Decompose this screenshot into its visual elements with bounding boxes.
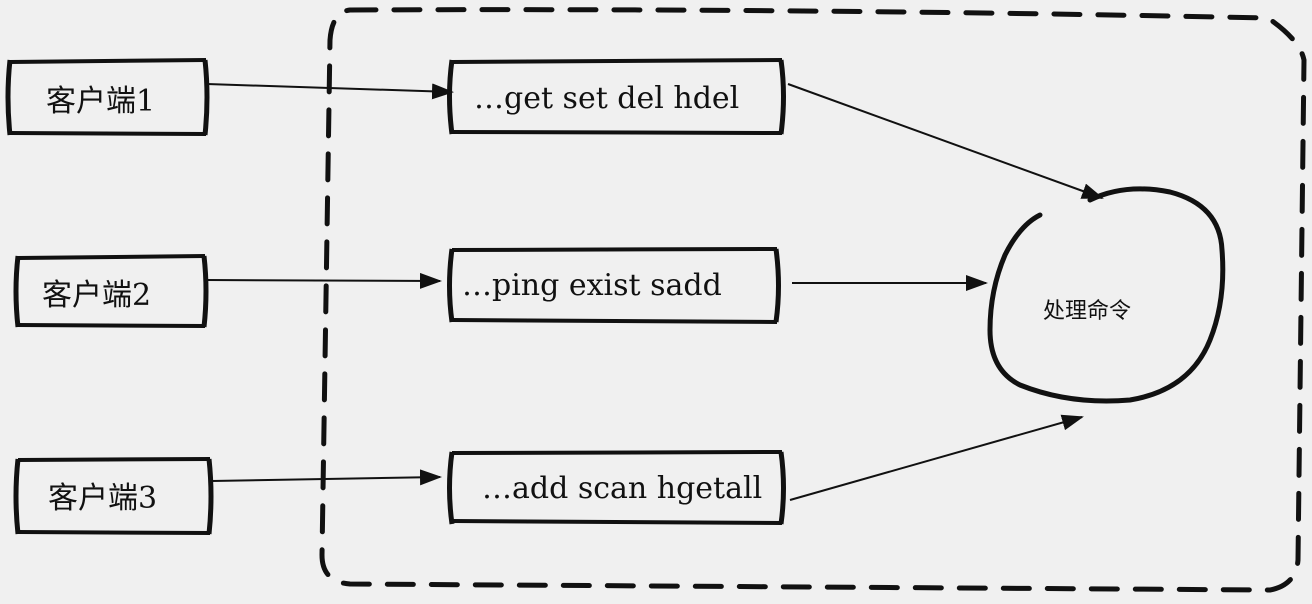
client-label-2: 客户端2: [42, 278, 151, 313]
arrow-client1-to-queue1: [206, 83, 454, 100]
queue-label-2: …ping exist sadd: [462, 268, 722, 303]
processor-label: 处理命令: [1043, 299, 1131, 324]
arrow-client3-to-queue3: [211, 469, 442, 486]
queue-label-1: …get set del hdel: [474, 81, 739, 116]
queue-box-3: …add scan hgetall: [447, 450, 786, 525]
client-box-2: 客户端2: [13, 254, 209, 328]
processor-blob: 处理命令: [987, 186, 1226, 404]
queue-box-2: …ping exist sadd: [447, 247, 781, 324]
queue-label-3: …add scan hgetall: [482, 471, 762, 506]
client-box-1: 客户端1: [5, 58, 210, 136]
client-label-3: 客户端3: [48, 481, 157, 516]
arrow-client2-to-queue2: [205, 272, 442, 289]
dashed-boundary: [319, 7, 1307, 593]
client-box-3: 客户端3: [13, 457, 214, 535]
arrow-queue1-to-processor: [787, 83, 1104, 199]
queue-box-1: …get set del hdel: [447, 58, 786, 135]
arrow-queue3-to-processor: [789, 414, 1084, 501]
client-label-1: 客户端1: [46, 84, 155, 119]
